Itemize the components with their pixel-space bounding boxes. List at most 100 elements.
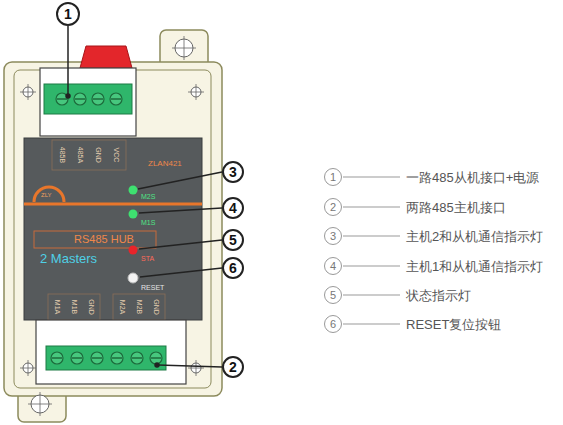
leader-dot (155, 363, 159, 367)
legend-number-circle: 6RESET复位按钮 (324, 315, 342, 333)
callout-circle: 6 (222, 257, 244, 279)
terminal-housing (36, 320, 186, 384)
screw-slot (92, 357, 102, 359)
product-title: RS485 HUB (74, 234, 134, 245)
callout-number: 2 (229, 360, 237, 374)
callout-circle: 1 (56, 2, 80, 26)
terminal-screw (92, 93, 104, 105)
legend-text: 主机1和从机通信指示灯 (406, 260, 543, 273)
legend-line (343, 207, 400, 208)
back-plate (4, 62, 222, 396)
leader-line (139, 240, 222, 249)
callout-circle: 2 (222, 356, 244, 378)
crosshair (28, 84, 29, 100)
terminal-screw (150, 352, 162, 364)
callout-number: 5 (229, 233, 237, 247)
legend-text: RESET复位按钮 (406, 318, 501, 331)
screw-slot (93, 98, 103, 100)
crosshair (196, 84, 197, 100)
crosshair (196, 360, 197, 376)
leader-line (139, 208, 222, 213)
callout-number: 1 (64, 7, 72, 21)
leader-dot (66, 94, 70, 98)
legend-number-circle: 3主机2和从机通信指示灯 (324, 227, 342, 245)
legend-number-circle: 4主机1和从机通信指示灯 (324, 257, 342, 275)
logo-arc (34, 187, 64, 202)
pin-label: M2B (136, 300, 143, 314)
crosshair (40, 392, 41, 416)
screw-slot (112, 357, 122, 359)
terminal-screw (131, 352, 143, 364)
crosshair (28, 360, 29, 376)
led-label: M2S (141, 193, 155, 200)
screw-slot (111, 98, 121, 100)
legend-text: 一路485从机接口+电源 (406, 171, 539, 184)
led-green (129, 186, 138, 195)
screw-slot (151, 357, 161, 359)
pin-label: M1A (54, 300, 61, 314)
pin-label-frame (113, 294, 165, 320)
callout-number: 4 (330, 261, 336, 272)
pin-label: M1B (71, 300, 78, 314)
screw-slot (57, 98, 67, 100)
leader-line (67, 26, 69, 94)
pin-label: VCC (113, 148, 120, 163)
pin-label: 485B (59, 147, 66, 163)
reset-button (128, 273, 138, 283)
leader-line (158, 365, 222, 367)
pin-label: GND (88, 299, 95, 315)
callout-number: 6 (330, 319, 336, 330)
screw-slot (75, 98, 85, 100)
led-green (129, 210, 138, 219)
legend-number-circle: 2两路485主机接口 (324, 198, 342, 216)
screw-slot (52, 357, 62, 359)
callout-number: 5 (330, 290, 336, 301)
callout-number: 6 (229, 261, 237, 275)
subtitle: 2 Masters (40, 252, 97, 265)
legend-line (343, 266, 400, 267)
legend-line (343, 295, 400, 296)
screw-slot (72, 357, 82, 359)
pin-label: GND (153, 299, 160, 315)
terminal-block (44, 84, 132, 114)
leader-line (140, 268, 222, 277)
led-red (129, 246, 138, 255)
title-frame (34, 231, 156, 248)
pin-label: 485A (77, 147, 84, 163)
callout-number: 1 (330, 172, 336, 183)
pin-label: M2A (119, 300, 126, 314)
terminal-screw (110, 93, 122, 105)
legend-line (343, 177, 400, 178)
callout-circle: 4 (222, 197, 244, 219)
callout-number: 2 (330, 202, 336, 213)
terminal-screw (51, 352, 63, 364)
red-clip (80, 46, 132, 68)
leader-line (138, 172, 222, 189)
led-label: M1S (141, 219, 155, 226)
terminal-screw (91, 352, 103, 364)
legend-number-circle: 5状态指示灯 (324, 286, 342, 304)
callout-number: 3 (229, 165, 237, 179)
callout-number: 4 (229, 201, 237, 215)
terminal-screw (74, 93, 86, 105)
terminal-screw (71, 352, 83, 364)
terminal-screw (111, 352, 123, 364)
terminal-block (46, 346, 166, 370)
legend-line (343, 236, 400, 237)
callout-circle: 3 (222, 161, 244, 183)
legend-number-circle: 1一路485从机接口+电源 (324, 168, 342, 186)
button-label: RESET (141, 284, 164, 291)
callout-number: 3 (330, 231, 336, 242)
pin-label-frame (48, 294, 100, 320)
model-name: ZLAN421 (148, 160, 182, 168)
crosshair (184, 36, 185, 60)
legend-line (343, 324, 400, 325)
led-label: STA (141, 255, 154, 262)
legend-text: 两路485主机接口 (406, 201, 506, 214)
legend-text: 状态指示灯 (406, 289, 471, 302)
terminal-housing (40, 68, 136, 136)
callout-circle: 5 (222, 229, 244, 251)
orange-stripe (24, 203, 202, 206)
front-panel (24, 138, 202, 320)
